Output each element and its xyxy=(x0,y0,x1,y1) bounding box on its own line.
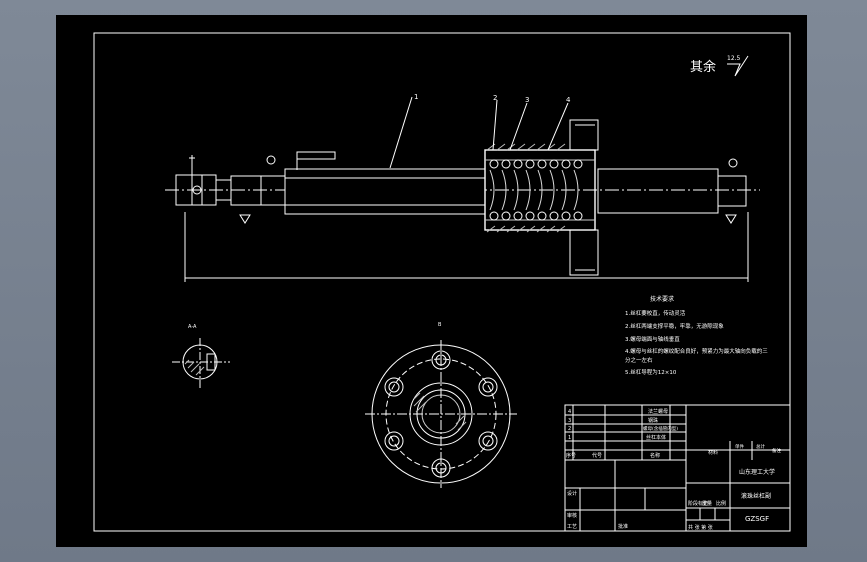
section-label: A-A xyxy=(188,324,197,330)
keyway-hole xyxy=(192,185,202,195)
tech-requirement-item: 分之一左右 xyxy=(625,356,653,364)
balloon-2: 2 xyxy=(493,94,497,102)
bom-header-cell: 单件 xyxy=(735,443,744,450)
roughness-value: 12.5 xyxy=(727,55,741,62)
stage-label: 阶段标记 xyxy=(688,500,708,507)
drawing-code: GZSGF xyxy=(745,515,769,523)
title-block-text: 4 法兰螺母 3 钢珠 2 螺母(含插管内型) 1 丝杠本体 序号 代号 名称 … xyxy=(566,408,781,531)
surface-note-label: 其余 xyxy=(690,59,716,75)
scale-label: 比例 xyxy=(716,500,726,507)
drawing-name: 滚珠丝杠副 xyxy=(741,492,771,500)
bom-row-item: 钢珠 xyxy=(648,417,658,424)
screw-body xyxy=(284,168,486,215)
balloon-3: 3 xyxy=(525,96,529,104)
bom-row-item: 3 xyxy=(568,418,571,424)
bom-header-cell: 序号 xyxy=(566,452,576,459)
tech-requirement-item: 4.螺母与丝杠的螺纹配合良好，预紧力为最大轴向负载的三 xyxy=(625,347,768,355)
bom-header-cell: 材料 xyxy=(708,449,718,456)
ball-screw-main-view xyxy=(165,96,760,282)
bom-row-item: 丝杠本体 xyxy=(646,434,666,441)
school-name: 山东理工大学 xyxy=(739,468,775,476)
flange-bottom xyxy=(569,229,599,276)
approve-label: 批准 xyxy=(618,523,628,530)
process-label: 工艺 xyxy=(567,524,577,530)
tech-requirement-item: 1.丝杠要校直，传动灵活 xyxy=(625,309,686,317)
balloon-1: 1 xyxy=(414,93,418,101)
view-label: B xyxy=(438,322,442,328)
sheet-label: 共 张 第 张 xyxy=(688,524,713,531)
ball-bearings xyxy=(489,159,583,221)
tech-requirements-title: 技术要求 xyxy=(650,295,674,303)
design-label: 设计 xyxy=(567,490,577,497)
bom-row-item: 1 xyxy=(568,435,571,441)
tech-requirement-item: 3.螺母端面与轴线垂直 xyxy=(625,335,680,343)
bom-row-item: 4 xyxy=(568,409,571,415)
flange-top xyxy=(569,119,599,151)
tech-requirement-item: 2.丝杠两端支撑平稳，牢靠，无游隙现象 xyxy=(625,322,724,330)
section-a-a xyxy=(172,338,230,388)
check-label: 审核 xyxy=(567,512,577,519)
bom-row-item: 2 xyxy=(568,426,571,432)
title-block xyxy=(564,404,791,532)
bom-row-item: 螺母(含插管内型) xyxy=(643,425,678,432)
bom-row-item: 法兰螺母 xyxy=(648,408,668,415)
tech-requirement-item: 5.丝杠导程为12×10 xyxy=(625,368,677,376)
balloon-4: 4 xyxy=(566,96,571,104)
drawing-sheet xyxy=(56,15,807,547)
bom-header-cell: 代号 xyxy=(592,452,602,459)
drawing-frame xyxy=(93,32,791,532)
tech-requirements-list: 1.丝杠要校直，传动灵活 2.丝杠两端支撑平稳，牢靠，无游隙现象 3.螺母端面与… xyxy=(625,309,768,376)
right-journal xyxy=(597,168,719,214)
bom-header-cell: 名称 xyxy=(650,452,660,459)
weight-label: 重量 xyxy=(702,500,712,507)
roughness-symbol xyxy=(727,55,749,77)
flange-view-b xyxy=(365,340,517,488)
bom-header-cell: 备注 xyxy=(772,447,781,454)
bom-header-cell: 总计 xyxy=(756,443,765,450)
